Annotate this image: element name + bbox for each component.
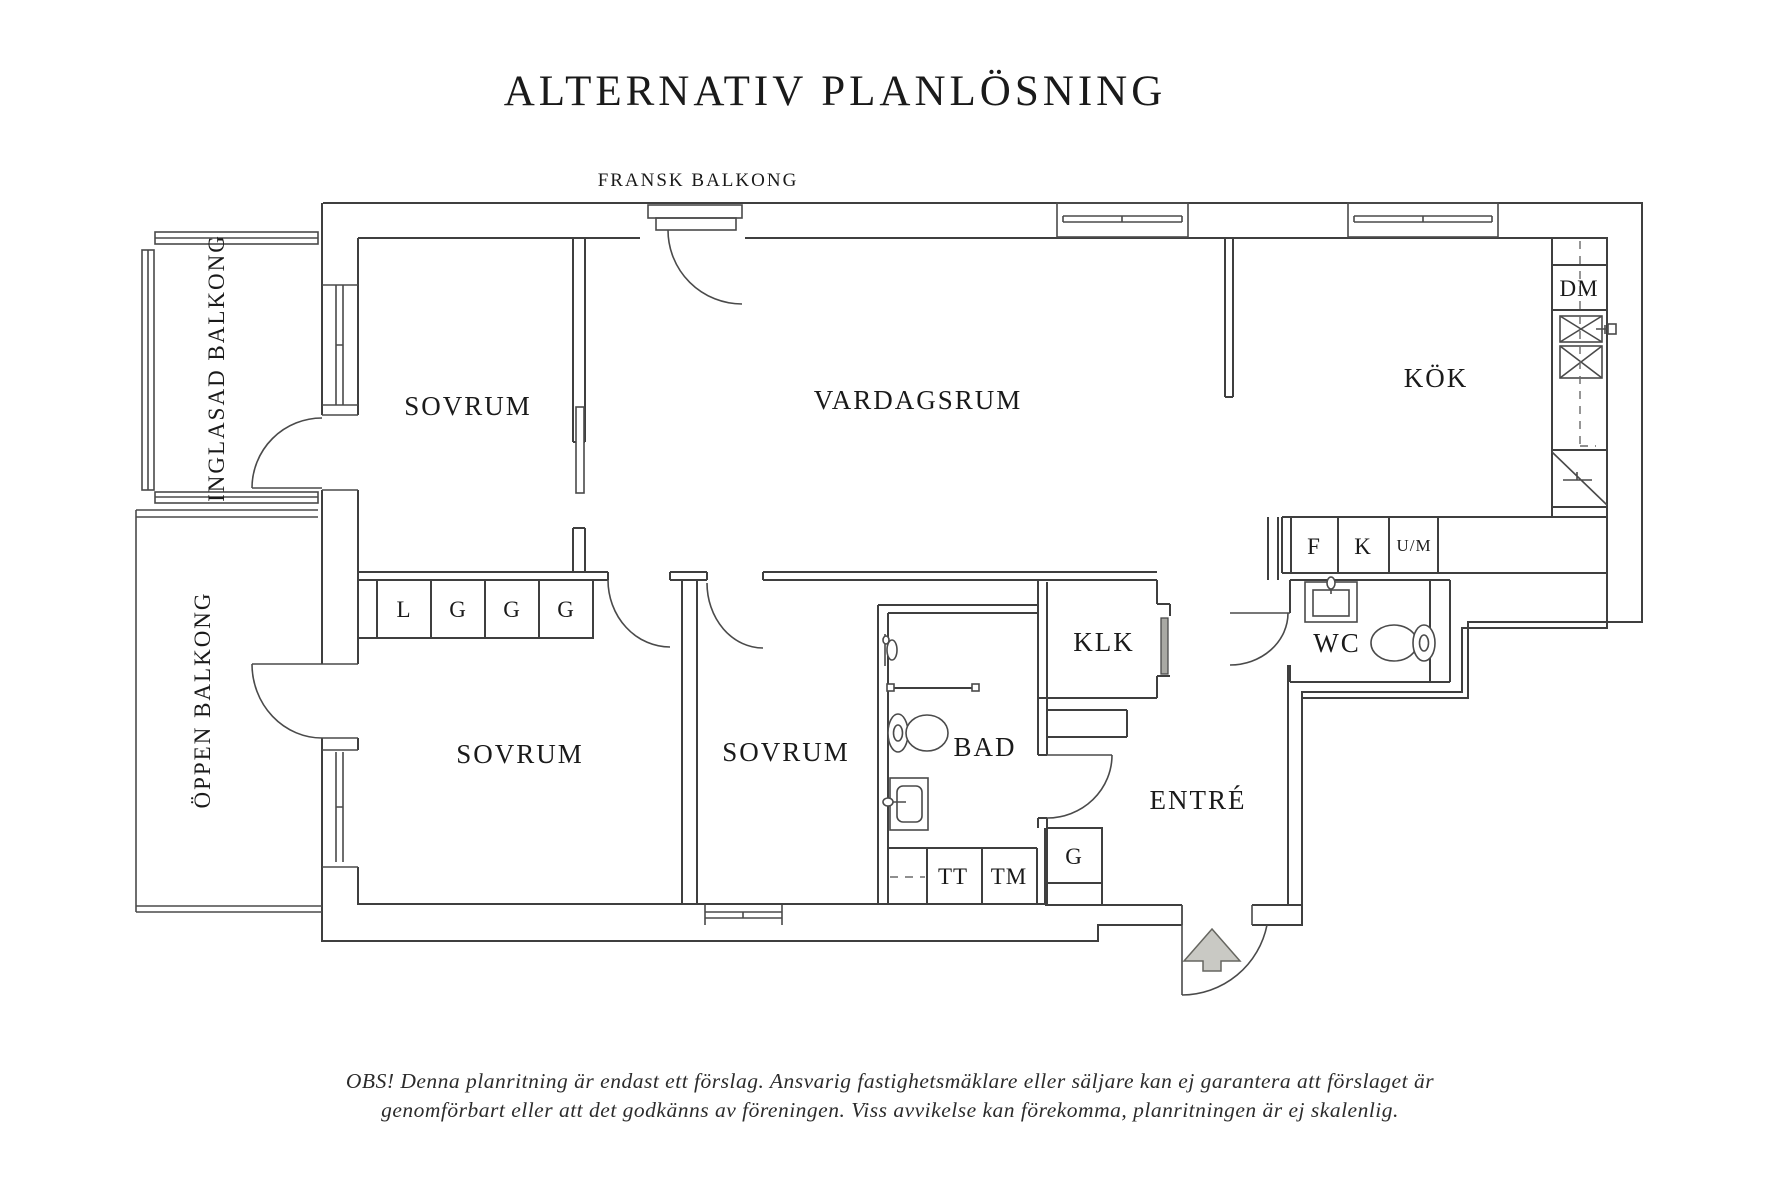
bedroom2-door-icon [706, 582, 764, 649]
label-wc: WC [1313, 628, 1361, 658]
label-kok: KÖK [1404, 363, 1469, 393]
page-title: ALTERNATIV PLANLÖSNING [504, 68, 1167, 115]
label-sovrum-upper: SOVRUM [404, 391, 532, 421]
window-icon-bottom [704, 905, 783, 925]
sliding-door-icon-klk [1160, 617, 1169, 675]
disclaimer-line-2: genomförbart eller att det godkänns av f… [381, 1098, 1399, 1122]
label-vardagsrum: VARDAGSRUM [814, 385, 1023, 415]
glazed-balcony-windows [141, 231, 319, 504]
label-oven-micro: U/M [1396, 536, 1431, 555]
toilet-icon-bad [887, 713, 949, 753]
sink-icon-bad [882, 777, 929, 831]
label-wardrobe-1: G [449, 597, 467, 622]
label-inglasad-balkong: INGLASAD BALKONG [204, 234, 229, 502]
label-wardrobe-hall: G [1065, 844, 1083, 869]
window-icon-left-upper [335, 285, 344, 405]
doors [251, 204, 1290, 996]
balcony-door-upper-icon [251, 417, 323, 489]
open-balcony-railing [135, 509, 322, 913]
label-sovrum-lower-left: SOVRUM [456, 739, 584, 769]
bathroom-door-icon [1046, 754, 1113, 819]
kitchen-sink-icon [1559, 315, 1617, 379]
label-washer: TM [991, 864, 1028, 889]
sliding-door-icon-bedroom [575, 406, 585, 494]
toilet-icon-wc [1370, 624, 1436, 662]
label-entre: ENTRÉ [1150, 785, 1247, 815]
label-wardrobe-2: G [503, 597, 521, 622]
wc-door-icon [1229, 612, 1290, 666]
sink-icon-wc [1304, 576, 1358, 623]
label-linen-cabinet: L [396, 597, 411, 622]
labels: ALTERNATIV PLANLÖSNING FRANSK BALKONG IN… [190, 68, 1598, 1122]
interior-walls [357, 238, 1607, 905]
bedroom1-door-icon [607, 579, 671, 648]
label-freezer: K [1354, 534, 1372, 559]
entrance-arrow-icon [1182, 927, 1242, 972]
window-icon-top-2 [1347, 202, 1499, 238]
shower-icon [882, 634, 898, 666]
fixtures [882, 241, 1617, 972]
window-icon-top-1 [1056, 202, 1189, 238]
windows [135, 202, 1499, 925]
entry-door-icon [1181, 905, 1268, 996]
french-balcony-door-icon [647, 204, 743, 305]
stove-icon [1551, 451, 1608, 506]
label-oppen-balkong: ÖPPEN BALKONG [190, 591, 215, 808]
label-wardrobe-3: G [557, 597, 575, 622]
shower-rail-icon [886, 683, 980, 692]
label-bad: BAD [953, 732, 1016, 762]
disclaimer-line-1: OBS! Denna planritning är endast ett för… [346, 1069, 1434, 1093]
label-dishwasher: DM [1559, 276, 1598, 301]
label-klk: KLK [1073, 627, 1135, 657]
label-fransk-balkong: FRANSK BALKONG [598, 170, 799, 191]
label-sovrum-middle: SOVRUM [722, 737, 850, 767]
kitchen-counter-dashed-line [1579, 241, 1596, 447]
label-dryer: TT [938, 864, 968, 889]
label-fridge: F [1307, 534, 1321, 559]
exterior-walls [321, 202, 1643, 942]
balcony-door-lower-icon [251, 663, 323, 739]
window-icon-left-lower [335, 752, 344, 862]
